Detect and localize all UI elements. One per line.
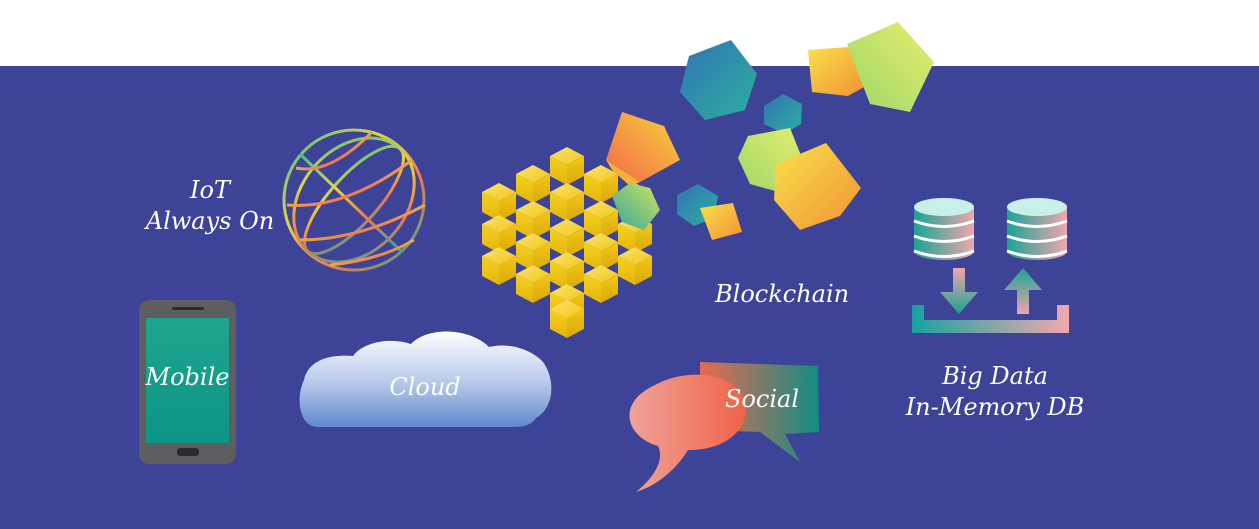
social-label: Social — [725, 385, 799, 413]
iot-label-line2: Always On — [145, 207, 275, 235]
mobile-label: Mobile — [145, 363, 230, 391]
speech-bubbles-icon — [629, 362, 819, 492]
bigdata-label-line1: Big Data — [942, 362, 1048, 390]
blockchain-label: Blockchain — [715, 280, 850, 308]
bigdata-label: Big Data In-Memory DB — [900, 361, 1090, 423]
iot-label: IoT Always On — [140, 175, 280, 237]
cloud-label: Cloud — [389, 373, 461, 401]
globe-icon — [282, 128, 426, 272]
bigdata-label-line2: In-Memory DB — [905, 393, 1085, 421]
floating-cubes — [606, 22, 934, 240]
cloud-icon — [299, 331, 552, 427]
smartphone-icon — [139, 300, 236, 464]
database-icon — [913, 198, 1068, 260]
iot-label-line1: IoT — [190, 176, 230, 204]
transfer-arrows-icon — [912, 268, 1069, 333]
